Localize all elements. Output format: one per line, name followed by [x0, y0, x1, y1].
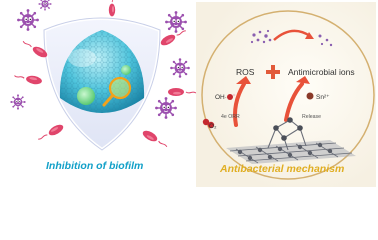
oxygen-label: O₂	[209, 123, 217, 130]
right-caption: Antibacterial mechanism	[220, 163, 345, 175]
orr-arrow	[233, 82, 246, 127]
right-panel	[196, 2, 376, 187]
tin-ion-atom	[306, 92, 314, 100]
release-arrow	[284, 82, 304, 122]
release-label: Release	[302, 114, 322, 120]
graphical-abstract: Inhibition of biofilm Antibacterial mech…	[9, 0, 376, 187]
antimicrobial-ions-label: Antimicrobial ions	[288, 67, 355, 77]
ion-particles-right	[318, 34, 333, 47]
hydroxyl-radical	[227, 93, 236, 100]
oxygen-molecule	[202, 118, 215, 129]
hydroxyl-label: OH·	[215, 94, 227, 101]
orr-label: 4e ORR	[221, 114, 240, 120]
tin-ion-label: Sn²⁺	[316, 94, 330, 101]
catalyst-lattice	[226, 117, 356, 164]
plus-icon	[266, 65, 280, 79]
left-caption: Inhibition of biofilm	[46, 160, 144, 172]
left-panel	[9, 0, 197, 153]
diffusion-arrow	[273, 29, 311, 41]
mechanism-ring	[201, 10, 375, 180]
scene-graphic	[9, 0, 376, 187]
ion-particles-left	[250, 29, 272, 44]
magnifier-icon	[102, 76, 132, 107]
ros-label: ROS	[236, 67, 255, 77]
